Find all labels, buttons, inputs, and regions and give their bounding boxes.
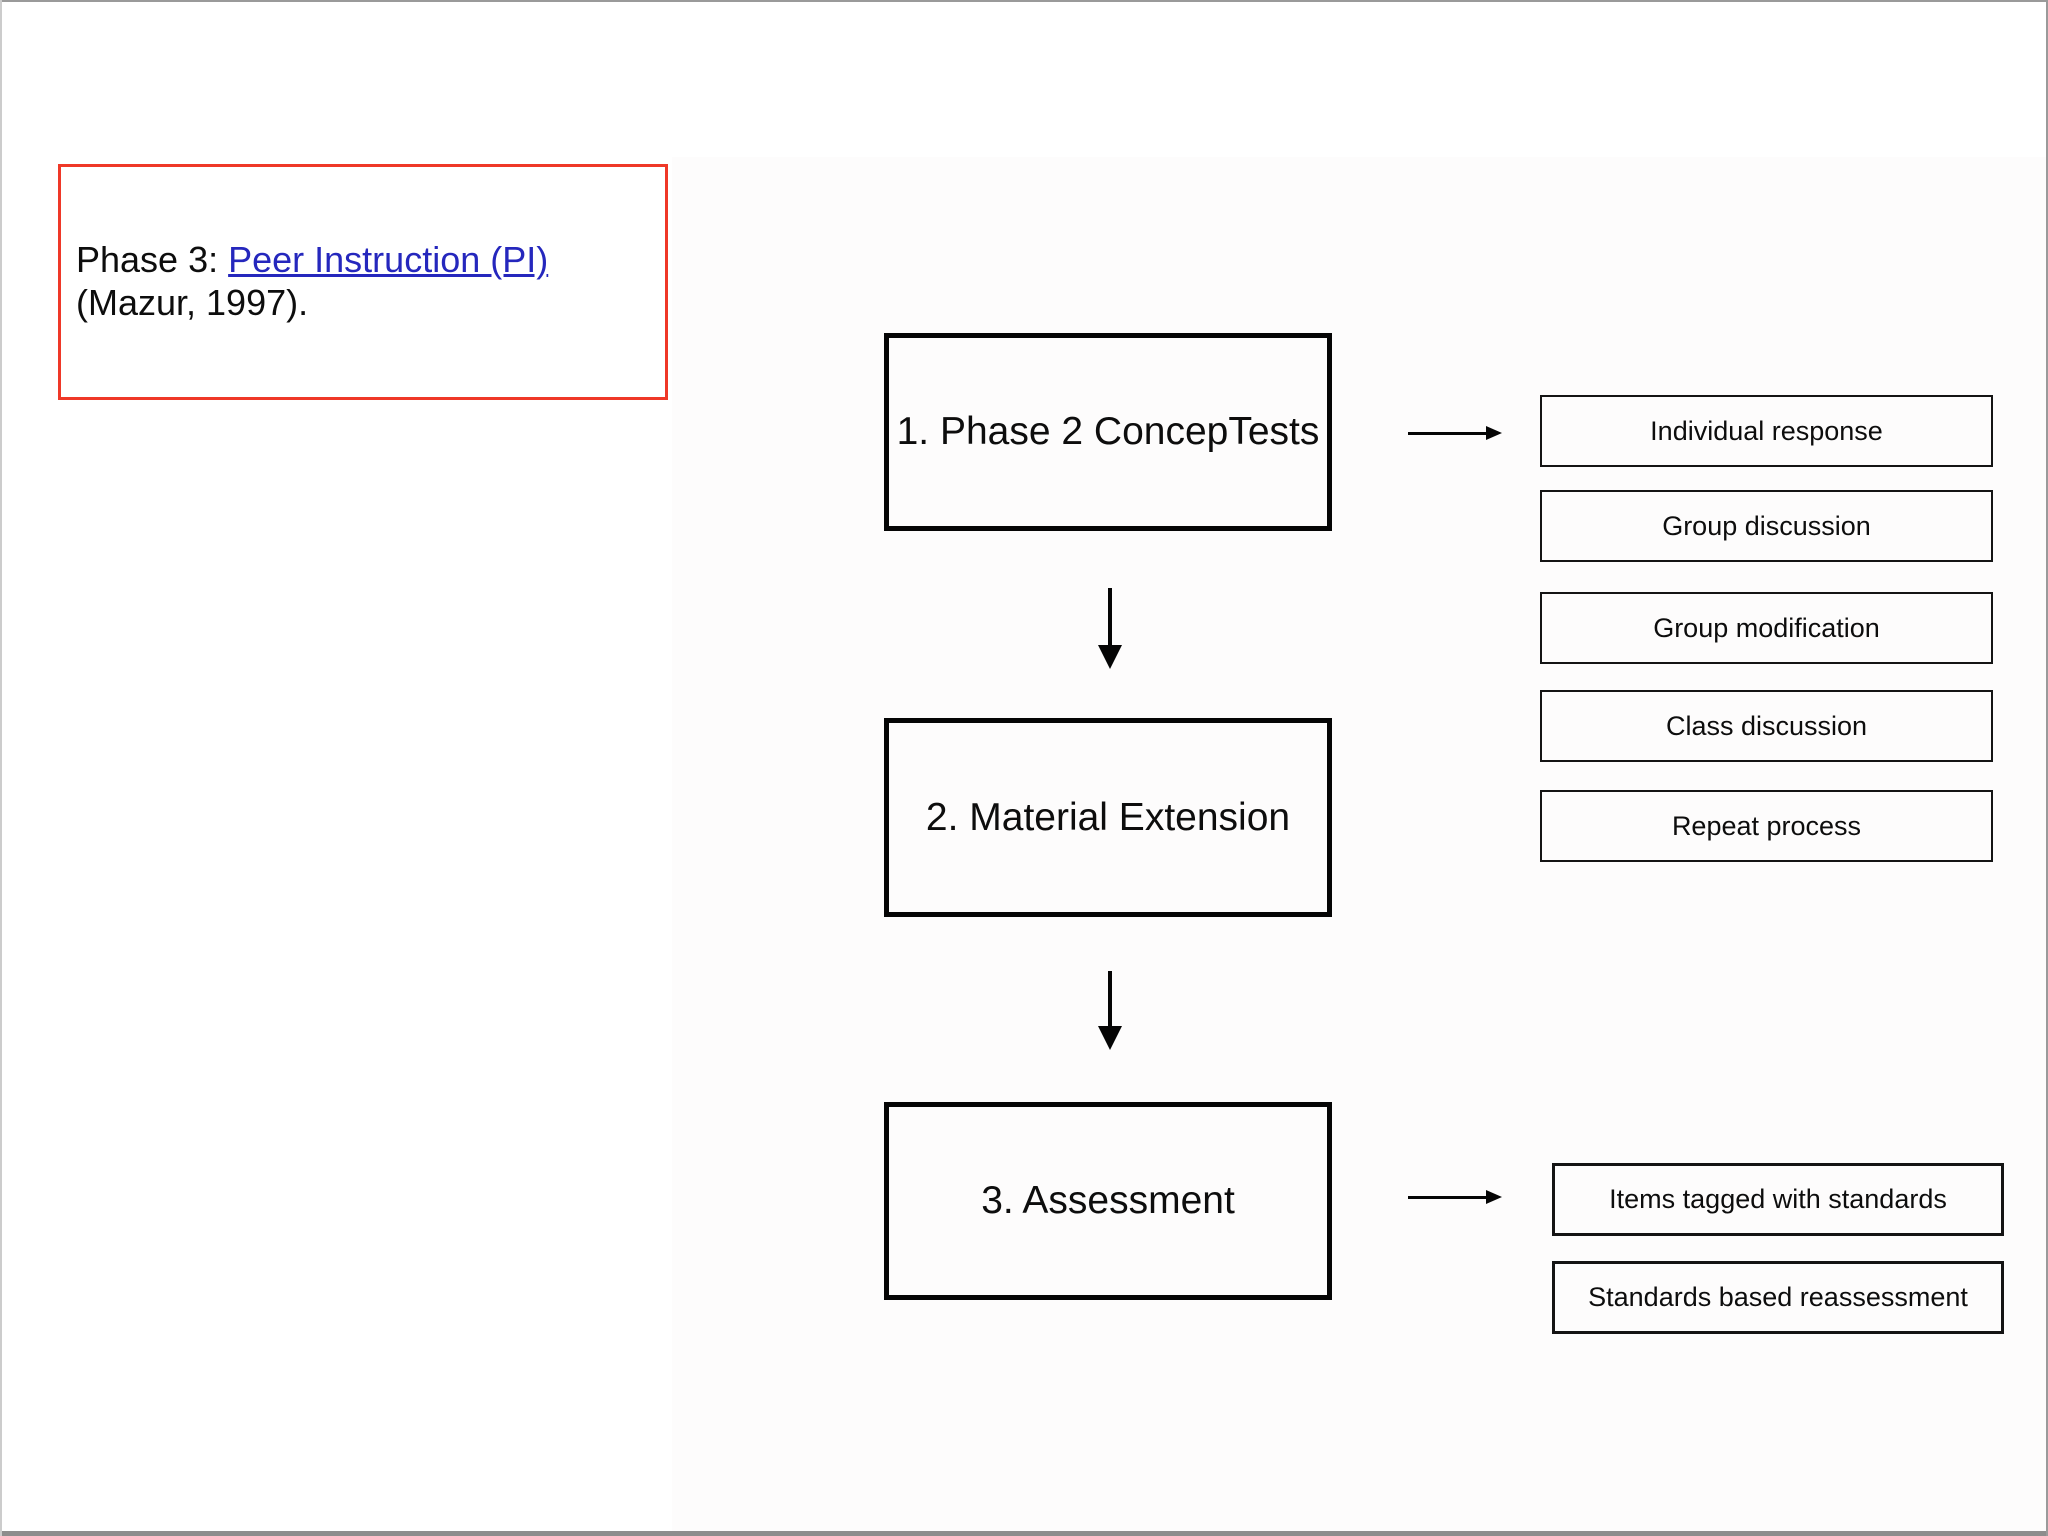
arrow-right-step1-line — [1408, 432, 1486, 435]
note-citation: (Mazur, 1997). — [76, 282, 309, 323]
peer-instruction-link[interactable]: Peer Instruction (PI) — [228, 239, 549, 280]
screen-edge-bottom — [0, 1531, 2048, 1536]
outcome-standards-based-reassessment: Standards based reassessment — [1552, 1261, 2004, 1334]
arrow-right-step1-head-icon — [1486, 426, 1502, 440]
screen-edge-left — [0, 0, 2, 1536]
screen-edge-right — [2046, 0, 2048, 1536]
outcome-label: Items tagged with standards — [1609, 1184, 1947, 1214]
outcome-individual-response: Individual response — [1540, 395, 1993, 467]
phase3-note-box — [58, 164, 668, 400]
flow-step-2-label: 2. Material Extension — [925, 795, 1291, 839]
outcome-label: Class discussion — [1665, 710, 1868, 741]
flow-step-3-label: 3. Assessment — [981, 1179, 1235, 1222]
flow-step-2-box: 2. Material Extension — [884, 718, 1332, 917]
outcome-label: Group discussion — [1662, 510, 1871, 541]
outcome-group-discussion: Group discussion — [1540, 490, 1993, 562]
arrow-right-step3-head-icon — [1486, 1190, 1502, 1204]
outcome-group-modification: Group modification — [1540, 592, 1993, 664]
arrow-down-1-line — [1108, 588, 1112, 645]
arrow-right-step3-line — [1408, 1196, 1486, 1199]
slide-background-panel — [672, 157, 2046, 1531]
outcome-items-tagged-with-standards: Items tagged with standards — [1552, 1163, 2004, 1236]
phase3-note-text: Phase 3: Peer Instruction (PI) (Mazur, 1… — [76, 238, 548, 324]
arrow-down-2-head-icon — [1098, 1026, 1122, 1050]
arrow-down-1-head-icon — [1098, 645, 1122, 669]
arrow-down-2-line — [1108, 971, 1112, 1026]
outcome-class-discussion: Class discussion — [1540, 690, 1993, 762]
flow-step-1-label: 1. Phase 2 ConcepTests — [896, 410, 1320, 453]
flow-step-3-box: 3. Assessment — [884, 1102, 1332, 1300]
flow-step-1-box: 1. Phase 2 ConcepTests — [884, 333, 1332, 531]
note-prefix: Phase 3: — [76, 239, 229, 280]
outcome-label: Repeat process — [1671, 810, 1862, 841]
outcome-label: Individual response — [1650, 415, 1883, 446]
outcome-label: Standards based reassessment — [1588, 1282, 1968, 1312]
outcome-repeat-process: Repeat process — [1540, 790, 1993, 862]
screen-edge-top — [0, 0, 2048, 2]
outcome-label: Group modification — [1653, 612, 1880, 643]
